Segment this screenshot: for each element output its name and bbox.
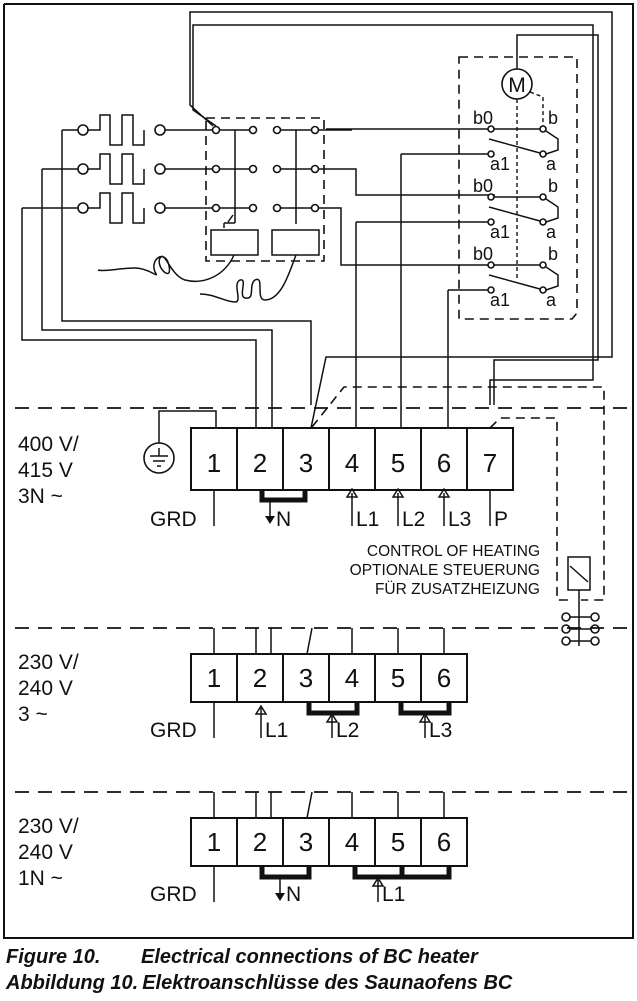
heating-elements bbox=[21, 114, 312, 440]
svg-text:b: b bbox=[548, 108, 558, 128]
svg-text:2: 2 bbox=[253, 827, 267, 857]
svg-text:3: 3 bbox=[299, 663, 313, 693]
element-row-1 bbox=[62, 114, 216, 146]
ground-icon bbox=[143, 410, 217, 474]
section-230v-1phase: 1 2 3 4 5 6 GRD N L1 230 V/ 240 V 1N ~ bbox=[15, 791, 630, 906]
svg-text:6: 6 bbox=[437, 663, 451, 693]
svg-text:a1: a1 bbox=[490, 222, 510, 242]
label-l3: L3 bbox=[448, 508, 471, 531]
svg-text:2: 2 bbox=[253, 663, 267, 693]
svg-text:L1: L1 bbox=[265, 719, 288, 742]
svg-text:6: 6 bbox=[437, 827, 451, 857]
svg-text:240 V: 240 V bbox=[18, 677, 73, 700]
terminal-2: 2 bbox=[253, 448, 267, 478]
label-grd: GRD bbox=[150, 508, 197, 531]
svg-text:230 V/: 230 V/ bbox=[18, 651, 79, 674]
svg-text:GRD: GRD bbox=[150, 719, 197, 742]
svg-text:b0: b0 bbox=[473, 176, 493, 196]
caption-de: Abbildung 10.Elektroanschlüsse des Sauna… bbox=[6, 972, 513, 994]
label-l1: L1 bbox=[356, 508, 379, 531]
label-p: P bbox=[494, 508, 508, 531]
element-row-3 bbox=[22, 192, 216, 224]
svg-text:a: a bbox=[546, 290, 557, 310]
terminal-7: 7 bbox=[483, 448, 497, 478]
section-400v: 1 2 3 4 5 6 7 GRD N L1 L2 L3 P 400 V/ 41… bbox=[15, 386, 630, 646]
svg-text:240 V: 240 V bbox=[18, 841, 73, 864]
svg-text:b0: b0 bbox=[473, 108, 493, 128]
terminal-6: 6 bbox=[437, 448, 451, 478]
svg-text:a1: a1 bbox=[490, 154, 510, 174]
label-n: N bbox=[276, 508, 291, 531]
label-l2: L2 bbox=[402, 508, 425, 531]
svg-text:5: 5 bbox=[391, 827, 405, 857]
svg-text:3: 3 bbox=[299, 827, 313, 857]
motor-label: M bbox=[508, 74, 526, 97]
svg-text:a1: a1 bbox=[490, 290, 510, 310]
relay-icon bbox=[561, 556, 600, 646]
feed-wire-terminal-3 bbox=[189, 11, 613, 429]
svg-text:FÜR ZUSATZHEIZUNG: FÜR ZUSATZHEIZUNG bbox=[375, 580, 540, 598]
svg-text:L1: L1 bbox=[382, 883, 405, 906]
svg-text:230 V/: 230 V/ bbox=[18, 815, 79, 838]
terminal-1: 1 bbox=[207, 448, 221, 478]
svg-text:L2: L2 bbox=[336, 719, 359, 742]
terminal-3: 3 bbox=[299, 448, 313, 478]
svg-text:1: 1 bbox=[207, 663, 221, 693]
terminal-4: 4 bbox=[345, 448, 359, 478]
terminal-block-400v: 1 2 3 4 5 6 7 bbox=[190, 427, 514, 491]
diagram-frame-lower bbox=[3, 327, 634, 939]
svg-text:4: 4 bbox=[345, 827, 359, 857]
svg-text:GRD: GRD bbox=[150, 883, 197, 906]
svg-text:5: 5 bbox=[391, 663, 405, 693]
section-230v-3phase: 1 2 3 4 5 6 GRD L1 L2 L3 230 V/ 240 V 3 … bbox=[15, 627, 630, 742]
svg-text:L3: L3 bbox=[429, 719, 452, 742]
svg-text:3N ~: 3N ~ bbox=[18, 485, 63, 508]
svg-text:b: b bbox=[548, 244, 558, 264]
svg-text:1N ~: 1N ~ bbox=[18, 867, 63, 890]
svg-text:b: b bbox=[548, 176, 558, 196]
voltage-label: 400 V/ bbox=[18, 433, 79, 456]
svg-text:N: N bbox=[286, 883, 301, 906]
contactor bbox=[97, 117, 495, 303]
control-note: CONTROL OF HEATING bbox=[367, 543, 540, 560]
terminal-5: 5 bbox=[391, 448, 405, 478]
diagram-frame bbox=[3, 3, 634, 327]
element-row-2 bbox=[42, 153, 216, 185]
svg-text:b0: b0 bbox=[473, 244, 493, 264]
svg-text:1: 1 bbox=[207, 827, 221, 857]
caption-en: Figure 10.Electrical connections of BC h… bbox=[6, 946, 478, 968]
svg-text:415 V: 415 V bbox=[18, 459, 73, 482]
svg-text:a: a bbox=[546, 154, 557, 174]
svg-text:4: 4 bbox=[345, 663, 359, 693]
motor-timer-switch: M b0 b a1 a b0 b a1 a b0 b a1 a bbox=[326, 34, 599, 405]
svg-text:OPTIONALE STEUERUNG: OPTIONALE STEUERUNG bbox=[350, 562, 540, 579]
svg-text:a: a bbox=[546, 222, 557, 242]
svg-text:3 ~: 3 ~ bbox=[18, 703, 48, 726]
